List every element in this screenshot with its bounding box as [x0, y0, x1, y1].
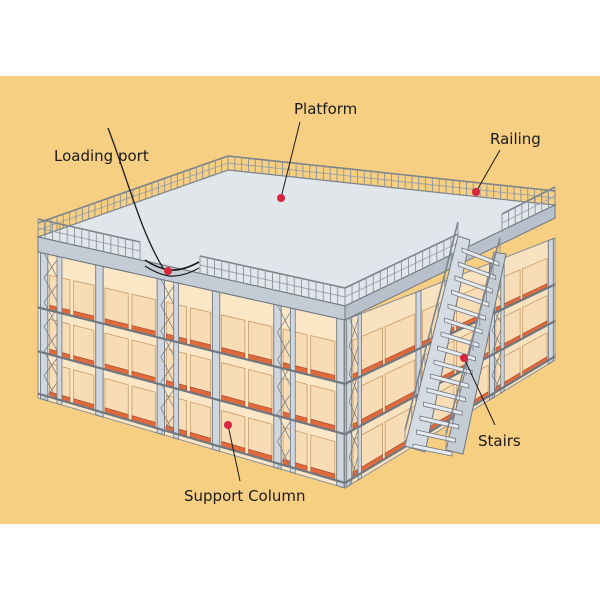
loading-port-marker [164, 267, 172, 275]
beam [344, 319, 556, 436]
carton [73, 324, 95, 362]
left-rack-face [37, 251, 346, 489]
support-column [336, 317, 345, 489]
support-column-marker [224, 421, 232, 429]
label-platform: Platform [294, 100, 358, 118]
label-railing: Railing [490, 130, 541, 148]
carton [248, 320, 273, 361]
carton [189, 307, 211, 346]
carton [310, 384, 336, 427]
support-column [211, 290, 221, 452]
stair-tread [458, 261, 497, 281]
leader-lines [227, 121, 501, 482]
support-column [357, 313, 362, 481]
carton [310, 335, 336, 376]
stair-tread [461, 247, 500, 267]
stair-tread [412, 443, 453, 457]
carton [131, 293, 156, 332]
label-loading-port: Loading port [54, 147, 149, 165]
support-column [173, 281, 180, 440]
stair-tread [451, 289, 490, 308]
carton [73, 280, 95, 317]
stair-tread [454, 275, 493, 294]
beams-left [37, 306, 346, 485]
stair-tread [440, 331, 480, 348]
stair-tread [444, 317, 483, 335]
support-column [56, 255, 63, 406]
support-columns-left [40, 251, 345, 489]
label-support-column: Support Column [184, 487, 306, 505]
cartons-left [49, 274, 336, 481]
label-stairs: Stairs [478, 432, 521, 450]
carton [131, 339, 156, 379]
railing [37, 155, 556, 306]
stair-stringer [404, 235, 471, 453]
carton [221, 362, 246, 403]
beam [37, 392, 346, 485]
stairs-marker [460, 354, 468, 362]
carton [189, 401, 211, 439]
support-column [547, 237, 554, 365]
beam [37, 350, 346, 436]
platform-marker [277, 194, 285, 202]
support-column [95, 264, 104, 418]
carton [104, 287, 129, 326]
carton [221, 314, 246, 354]
carton [248, 369, 273, 410]
support-column [289, 307, 296, 474]
stairs [404, 221, 507, 457]
stair-tread [447, 303, 486, 321]
railing-marker [472, 188, 480, 196]
beam [37, 306, 346, 385]
deck-edge-right [344, 204, 556, 321]
carton [189, 354, 211, 393]
